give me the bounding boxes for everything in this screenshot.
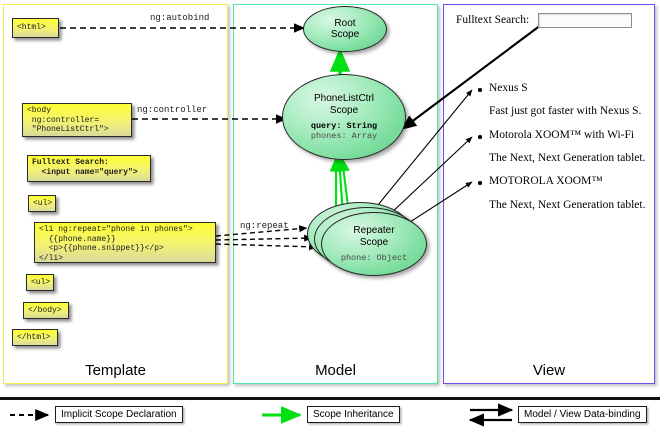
ul-close-box: <ul>: [26, 274, 54, 291]
legend-implicit-scope: Implicit Scope Declaration: [55, 406, 183, 423]
label-ng-repeat: ng:repeat: [240, 221, 289, 231]
view-item-snippet: The Next, Next Generation tablet.: [489, 199, 646, 211]
prop-phones: phones: Array: [310, 131, 378, 141]
html-open-box: <html>: [12, 18, 59, 38]
connector-ng-repeat-2: [215, 234, 313, 242]
panel-model: Model: [233, 4, 438, 384]
view-item-title: Nexus S: [489, 82, 528, 94]
prop-query: query: String: [310, 121, 378, 131]
li-repeat-box: <li ng:repeat="phone in phones"> {{phone…: [34, 222, 216, 263]
view-item-title: Motorola XOOM™ with Wi-Fi: [489, 129, 635, 141]
view-item-snippet: The Next, Next Generation tablet.: [489, 152, 646, 164]
panel-model-label: Model: [315, 362, 356, 379]
view-search-input[interactable]: [538, 13, 632, 28]
panel-view-label: View: [532, 362, 566, 379]
connector-binding-query: [400, 21, 546, 130]
label-ng-autobind: ng:autobind: [150, 13, 210, 23]
html-close-box: </html>: [12, 329, 58, 346]
ul-open-box: <ul>: [28, 195, 56, 212]
legend-scope-inherit: Scope Inheritance: [307, 406, 400, 423]
body-close-box: </body>: [23, 302, 69, 319]
legend-data-binding: Model / View Data-binding: [518, 406, 647, 423]
legend-divider: [0, 397, 660, 400]
panel-view: View: [443, 4, 655, 384]
body-controller-box: <body ng:controller= "PhoneListCtrl">: [22, 103, 132, 137]
list-bullet: [478, 88, 482, 92]
view-item-title: MOTOROLA XOOM™: [489, 175, 603, 187]
list-bullet: [478, 135, 482, 139]
view-item-snippet: Fast just got faster with Nexus S.: [489, 105, 642, 117]
prop-phone: phone: Object: [340, 253, 408, 263]
fulltext-search-box: Fulltext Search: <input name="query">: [27, 155, 151, 182]
connector-ng-repeat-1: [215, 225, 308, 237]
panel-template-label: Template: [85, 362, 146, 379]
label-ng-controller: ng:controller: [137, 105, 208, 115]
list-bullet: [478, 181, 482, 185]
view-search-label: Fulltext Search:: [456, 14, 530, 26]
phonelistctrl-scope-props: query: String phones: Array: [311, 121, 377, 141]
panel-template: Template: [3, 4, 228, 384]
repeater-scope-props: phone: Object: [341, 253, 407, 263]
